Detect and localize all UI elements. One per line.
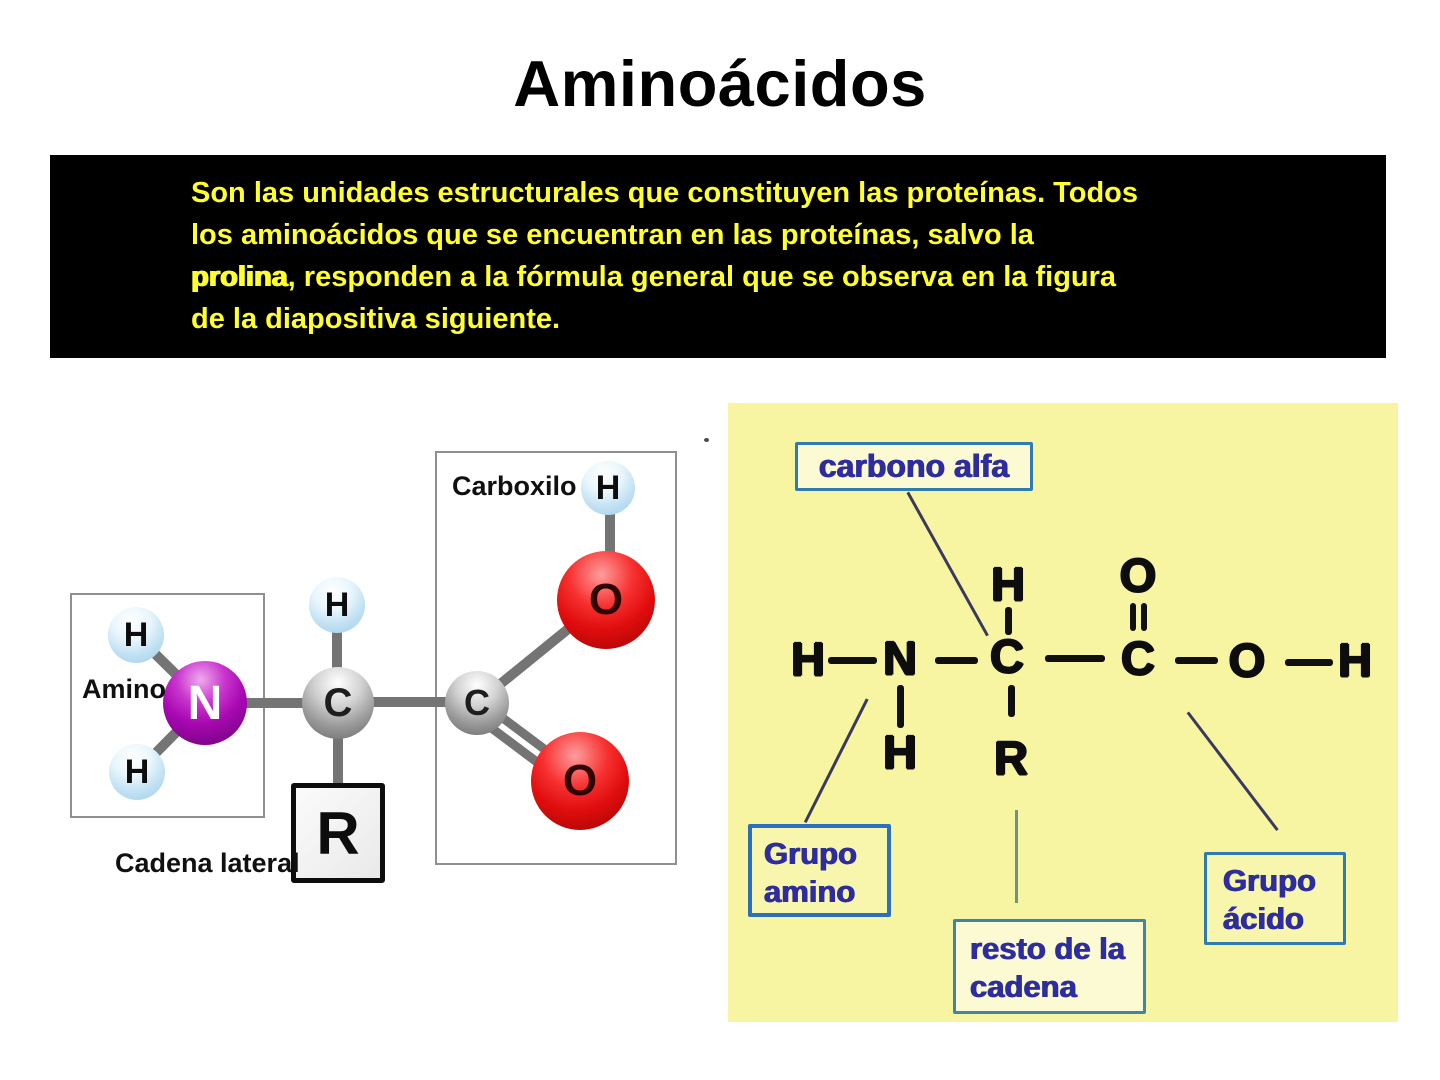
- pointer-line-grupo-acido: [1187, 711, 1279, 831]
- intro-line-2: los aminoácidos que se encuentran en las…: [191, 219, 1034, 251]
- formula-bond-c-c: [1045, 655, 1105, 662]
- atom-hydrogen: H: [108, 607, 164, 663]
- formula-atom-hydrogen: H: [991, 557, 1025, 611]
- side-chain-label: Cadena lateral: [115, 848, 300, 878]
- formula-bond-o-h: [1285, 659, 1333, 666]
- formula-atom-hydrogen: H: [1338, 633, 1372, 687]
- intro-line-4: de la diapositiva siguiente.: [191, 303, 561, 335]
- callout-grupo-acido: Grupo ácido: [1204, 852, 1346, 945]
- formula-atom-hydrogen: H: [883, 725, 917, 779]
- formula-bond-n-c: [935, 657, 978, 664]
- intro-panel: Son las unidades estructurales que const…: [50, 155, 1386, 358]
- pointer-line-grupo-amino: [803, 698, 869, 823]
- bond-n-calpha: [205, 698, 338, 708]
- stray-dot-artifact: [704, 438, 709, 442]
- callout-resto-line2: cadena: [970, 969, 1077, 1004]
- formula-atom-nitrogen: N: [883, 631, 917, 685]
- bond-calpha-ccarboxyl: [338, 697, 477, 707]
- bond-halpha-calpha: [332, 605, 342, 703]
- callout-resto-de-la-cadena: resto de la cadena: [953, 919, 1146, 1014]
- atom-nitrogen: N: [163, 661, 247, 745]
- callout-grupo-acido-line1: Grupo: [1223, 863, 1316, 898]
- atom-hydrogen: H: [309, 577, 365, 633]
- atom-hydrogen-hydroxyl: H: [581, 461, 635, 515]
- callout-carbono-alfa: carbono alfa: [795, 442, 1033, 491]
- amino-group-label: Amino: [82, 674, 166, 704]
- formula-panel: H N C C O H H O H R carbono alfa Grupo a…: [728, 403, 1398, 1022]
- callout-grupo-amino: Grupo amino: [748, 824, 891, 917]
- callout-grupo-amino-line1: Grupo: [764, 836, 857, 871]
- formula-bond-h-calpha: [1005, 607, 1012, 635]
- pointer-line-carbono-alfa: [906, 491, 989, 637]
- bond-calpha-r: [333, 703, 343, 788]
- ball-stick-model: H H N H C C O O H R Carboxilo Amino Cade…: [70, 451, 677, 883]
- callout-grupo-acido-line2: ácido: [1223, 901, 1304, 936]
- formula-bond-calpha-r: [1008, 685, 1015, 717]
- intro-paragraph: Son las unidades estructurales que const…: [191, 172, 1138, 340]
- callout-carbono-alfa-text: carbono alfa: [818, 448, 1010, 484]
- atom-carbon-carboxyl: C: [445, 671, 509, 735]
- formula-atom-r-group: R: [994, 731, 1028, 785]
- formula-bond-n-h: [897, 685, 904, 728]
- r-group-box: R: [291, 783, 385, 883]
- atom-hydrogen: H: [109, 744, 165, 800]
- atom-oxygen-carbonyl: O: [531, 732, 629, 830]
- callout-grupo-amino-line2: amino: [764, 874, 856, 909]
- intro-emphasis-prolina: prolina: [191, 261, 288, 293]
- formula-atom-oxygen-carbonyl: O: [1119, 548, 1157, 602]
- formula-atom-carbon-acid: C: [1121, 631, 1155, 685]
- formula-bond-h-n: [828, 657, 877, 664]
- intro-line-3: , responden a la fórmula general que se …: [287, 261, 1117, 293]
- formula-atom-carbon-alpha: C: [990, 629, 1024, 683]
- pointer-line-resto: [1015, 810, 1018, 903]
- formula-double-bond-2: [1141, 603, 1147, 631]
- atom-oxygen-hydroxyl: O: [557, 551, 655, 649]
- formula-bond-c-o: [1175, 657, 1218, 664]
- formula-double-bond-1: [1130, 603, 1136, 631]
- intro-line-1: Son las unidades estructurales que const…: [191, 177, 1139, 209]
- callout-resto-line1: resto de la: [970, 931, 1126, 966]
- slide-title: Aminoácidos: [513, 47, 927, 120]
- formula-atom-hydrogen: H: [791, 632, 825, 686]
- atom-carbon-alpha: C: [302, 667, 374, 739]
- carboxyl-group-label: Carboxilo: [452, 471, 577, 501]
- formula-atom-oxygen: O: [1228, 633, 1266, 687]
